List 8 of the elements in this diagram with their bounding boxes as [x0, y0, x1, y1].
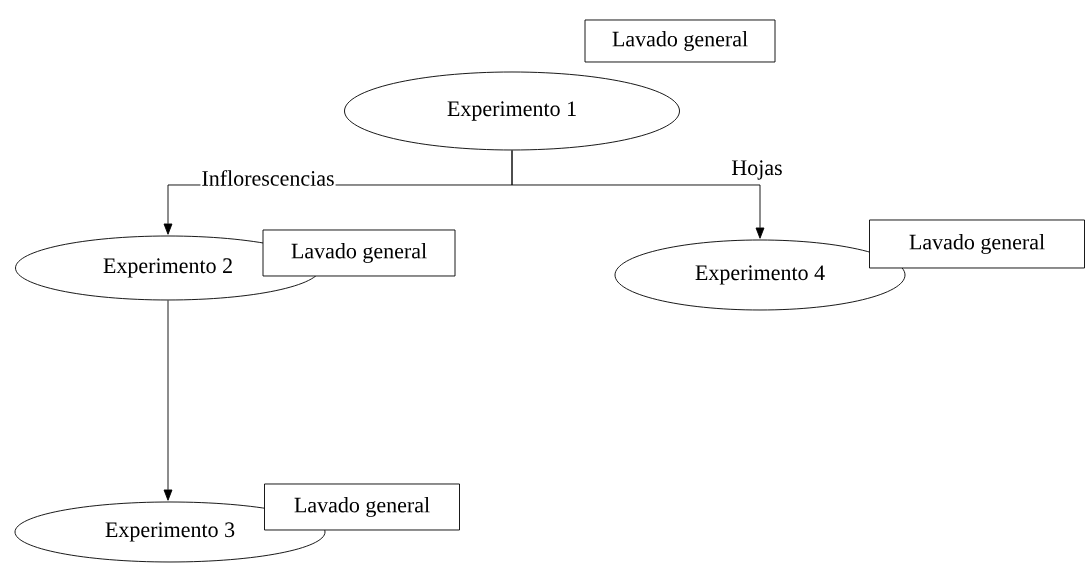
label-box: Lavado general — [264, 483, 460, 531]
arrow — [511, 150, 765, 239]
label-box: Lavado general — [262, 229, 456, 277]
label-box: Lavado general — [869, 219, 1085, 269]
arrow — [163, 300, 173, 501]
edge-label: Hojas — [730, 159, 784, 181]
label-box: Lavado general — [584, 19, 776, 63]
edge-label: Inflorescencias — [200, 169, 336, 187]
